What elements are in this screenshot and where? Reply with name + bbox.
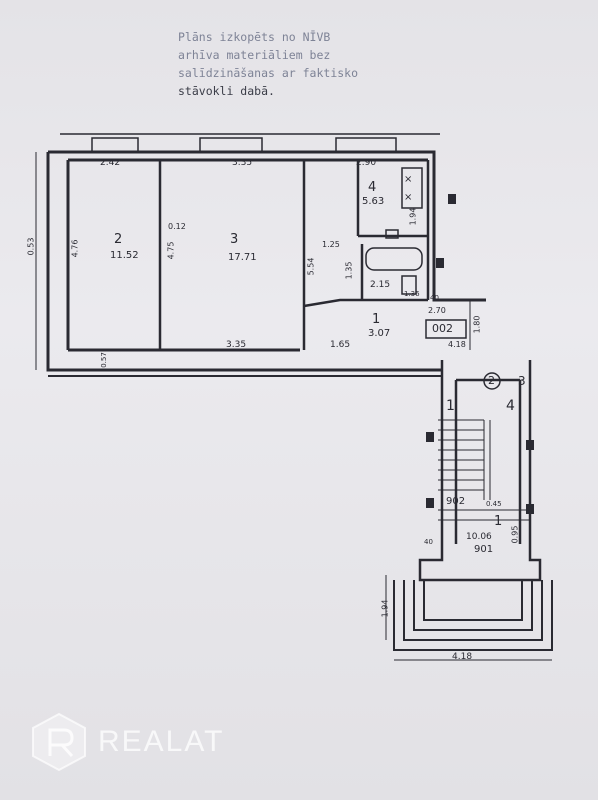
- dimension-label: 4.18: [452, 652, 473, 662]
- dimension-label: 4.18: [448, 340, 466, 349]
- dimension-label: 4.75: [166, 241, 176, 260]
- lower-wall: [48, 369, 442, 377]
- dimension-label: 1.94: [408, 207, 418, 226]
- apartment-number-box: [425, 319, 467, 339]
- room-3-area: 17.71: [228, 252, 257, 263]
- entrance-steps: [393, 580, 553, 661]
- dimension-label: 1.36: [404, 290, 420, 298]
- dimension-label: 3.35: [226, 340, 247, 350]
- room-4-area: 5.63: [362, 196, 385, 207]
- dimension-label: 1.80: [472, 315, 482, 334]
- bath-area: 2.15: [370, 280, 391, 290]
- svg-text:×: ×: [404, 192, 412, 203]
- dimension-label: 2.90: [356, 158, 377, 168]
- stair-label-right: 4: [506, 398, 515, 414]
- dimension-label: 1.25: [322, 240, 340, 249]
- archive-note-line: arhīva materiāliem bez: [178, 48, 331, 62]
- dimension-label: 40: [430, 294, 439, 302]
- realat-wordmark: REALAT: [98, 725, 225, 758]
- stair-label-left: 1: [446, 398, 455, 414]
- svg-text:×: ×: [404, 174, 412, 185]
- dimension-label: 2.70: [428, 306, 446, 315]
- dimension-label: 1.35: [344, 261, 354, 280]
- stair-circle-marker: [483, 372, 501, 390]
- dimension-label: 2.42: [100, 158, 121, 168]
- dimension-label: 0.53: [26, 237, 36, 256]
- stove: × ×: [401, 167, 423, 209]
- door-label-2: 901: [474, 544, 494, 555]
- stair-hall-area: 10.06: [466, 532, 492, 542]
- apt-number: 002: [432, 322, 453, 335]
- room-4-number: 4: [368, 180, 377, 195]
- dimension-label: 0.95: [510, 525, 520, 544]
- archive-note: Plāns izkopēts no NĪVB arhīva materiālie…: [178, 28, 398, 100]
- stair-label-3: 3: [518, 374, 526, 388]
- dimension-label: 40: [424, 538, 433, 546]
- room-3-number: 3: [230, 232, 239, 247]
- stair-hall-number: 1: [494, 514, 503, 529]
- door-label: 902: [446, 496, 466, 507]
- archive-note-line: stāvokli dabā.: [178, 84, 275, 98]
- dimension-lines: [35, 152, 471, 640]
- realat-logo-icon: [32, 712, 86, 772]
- dimension-label: 0.12: [168, 222, 186, 231]
- dimension-label: 5.54: [306, 257, 316, 276]
- interior-walls: [158, 160, 430, 350]
- dimension-label: 1.94: [380, 599, 390, 618]
- dimension-label: 0.45: [486, 500, 502, 508]
- bathtub: [365, 229, 423, 295]
- archive-note-line: salīdzināšanas ar faktisko: [178, 66, 359, 80]
- realat-watermark: REALAT: [30, 712, 224, 772]
- room-2-area: 11.52: [110, 250, 139, 261]
- dimension-label: 3.35: [232, 158, 253, 168]
- stairwell: [418, 360, 542, 582]
- dimension-label: 0.57: [99, 352, 108, 368]
- room-1-number: 1: [372, 312, 381, 327]
- room-1-area: 3.07: [368, 328, 391, 339]
- dimension-label: 1.65: [330, 340, 351, 350]
- windows-top: [60, 133, 440, 153]
- room-2-number: 2: [114, 232, 123, 247]
- stair-steps: [438, 419, 530, 521]
- archive-note-line: Plāns izkopēts no NĪVB: [178, 30, 331, 44]
- stair-circle-label: 2: [488, 374, 495, 387]
- dimension-label: 4.76: [70, 239, 80, 258]
